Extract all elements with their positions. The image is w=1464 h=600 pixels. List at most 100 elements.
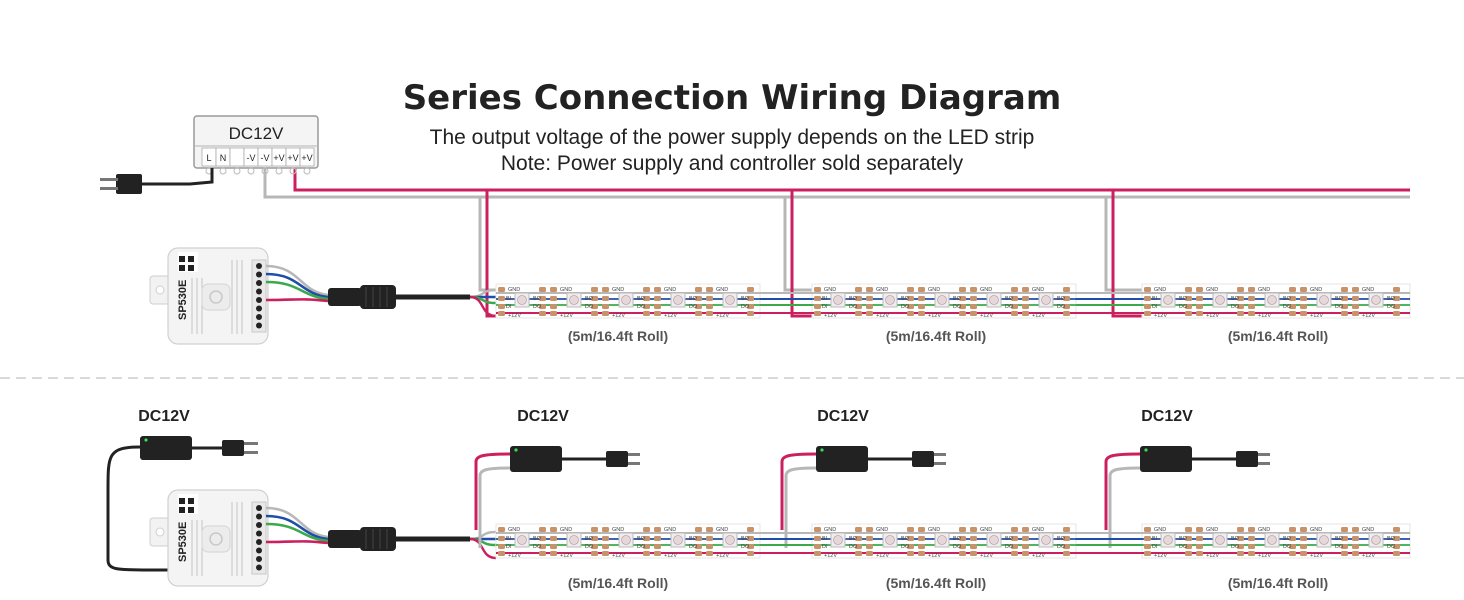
pad-label-12v: +12V	[1310, 553, 1323, 559]
mount-hole-icon	[155, 285, 165, 295]
terminal-screw-icon	[256, 505, 262, 511]
copper-pad	[1300, 311, 1307, 316]
copper-pad	[1393, 536, 1400, 541]
copper-pad	[1144, 536, 1151, 541]
pad-label-bi: BI	[822, 296, 828, 302]
controller-output-wire	[265, 272, 329, 299]
copper-pad	[970, 304, 977, 309]
mount-hole-icon	[155, 527, 165, 537]
copper-pad	[1185, 527, 1192, 532]
copper-pad	[907, 304, 914, 309]
pad-label-gnd: GND	[1154, 287, 1166, 293]
psu-terminal-label: -V	[261, 153, 270, 163]
copper-pad	[591, 536, 598, 541]
copper-pad	[855, 304, 862, 309]
copper-pad	[1248, 551, 1255, 556]
pad-label-bi: BI	[1152, 296, 1158, 302]
pad-label-bo: BO	[1231, 296, 1240, 302]
copper-pad	[866, 536, 873, 541]
mains-plug-icon	[606, 451, 628, 467]
diagram-subtitle-line1: The output voltage of the power supply d…	[429, 126, 1035, 149]
pad-label-bo: BO	[741, 536, 750, 542]
copper-pad	[1063, 287, 1070, 292]
led-strip: GNDBODO+12VGNDBODO+12VGNDBODO+12VGNDBODO…	[1141, 283, 1411, 319]
copper-pad	[1237, 527, 1244, 532]
copper-pad	[539, 536, 546, 541]
roll-label: (5m/16.4ft Roll)	[568, 328, 668, 344]
pad-label-do: DO	[1005, 304, 1014, 310]
pad-label-gnd: GND	[1206, 287, 1218, 293]
copper-pad	[1248, 304, 1255, 309]
jst-connector-male	[328, 288, 362, 306]
copper-pad	[643, 527, 650, 532]
copper-pad	[643, 311, 650, 316]
led-lens-icon	[885, 295, 895, 305]
copper-pad	[706, 296, 713, 301]
adapter-negative-wire	[784, 466, 817, 548]
pad-label-do: DO	[1057, 544, 1066, 550]
copper-pad	[1144, 544, 1151, 549]
copper-pad	[1248, 287, 1255, 292]
pad-label-gnd: GND	[928, 527, 940, 533]
terminal-screw-icon	[256, 513, 262, 520]
led-lens-icon	[833, 535, 843, 545]
copper-pad	[1185, 536, 1192, 541]
copper-pad	[550, 544, 557, 549]
terminal-screw-icon	[256, 322, 262, 329]
copper-pad	[1185, 311, 1192, 316]
pad-label-12v: +12V	[1362, 313, 1375, 319]
roll-label: (5m/16.4ft Roll)	[568, 575, 668, 591]
pad-label-do: DO	[1231, 304, 1240, 310]
led-lens-icon	[989, 535, 999, 545]
pad-label-di: DI	[1152, 304, 1158, 310]
copper-pad	[1248, 536, 1255, 541]
copper-pad	[498, 296, 505, 301]
copper-pad	[602, 551, 609, 556]
pad-label-gnd: GND	[824, 527, 836, 533]
copper-pad	[539, 527, 546, 532]
diagram-subtitle-line2: Note: Power supply and controller sold s…	[500, 152, 964, 175]
pad-label-12v: +12V	[824, 553, 837, 559]
copper-pad	[1011, 544, 1018, 549]
copper-pad	[1196, 311, 1203, 316]
copper-pad	[1196, 551, 1203, 556]
copper-pad	[1393, 296, 1400, 301]
copper-pad	[866, 287, 873, 292]
adapter-label: DC12V	[138, 408, 190, 425]
copper-pad	[1352, 551, 1359, 556]
pad-label-bi: BI	[506, 296, 512, 302]
copper-pad	[643, 551, 650, 556]
terminal-screw-icon	[256, 288, 262, 295]
pad-label-12v: +12V	[980, 313, 993, 319]
pad-label-do: DO	[1179, 304, 1188, 310]
copper-pad	[1248, 527, 1255, 532]
copper-pad	[1063, 311, 1070, 316]
terminal-screw-icon	[256, 271, 262, 278]
copper-pad	[1022, 287, 1029, 292]
adapter-positive-wire	[780, 452, 817, 530]
copper-pad	[747, 544, 754, 549]
led-strip: GNDBODO+12VGNDBODO+12VGNDBODO+12VGNDBODO…	[811, 523, 1077, 559]
pad-label-12v: +12V	[508, 313, 521, 319]
copper-pad	[970, 287, 977, 292]
roll-labels-top: (5m/16.4ft Roll) (5m/16.4ft Roll) (5m/16…	[568, 328, 1328, 344]
pad-label-do: DO	[901, 304, 910, 310]
copper-pad	[1237, 551, 1244, 556]
copper-pad	[1352, 296, 1359, 301]
terminal-screw-icon	[256, 297, 262, 303]
led-lens-icon	[725, 295, 735, 305]
copper-pad	[1196, 304, 1203, 309]
pad-label-bo: BO	[953, 296, 962, 302]
pad-label-do: DO	[1387, 544, 1396, 550]
bus-wire-negative	[263, 168, 1410, 199]
copper-pad	[539, 311, 546, 316]
terminal-screw-icon	[256, 564, 262, 571]
led-lens-icon	[569, 295, 579, 305]
copper-pad	[814, 536, 821, 541]
pad-label-12v: +12V	[1032, 553, 1045, 559]
terminal-screw-icon	[256, 314, 262, 320]
